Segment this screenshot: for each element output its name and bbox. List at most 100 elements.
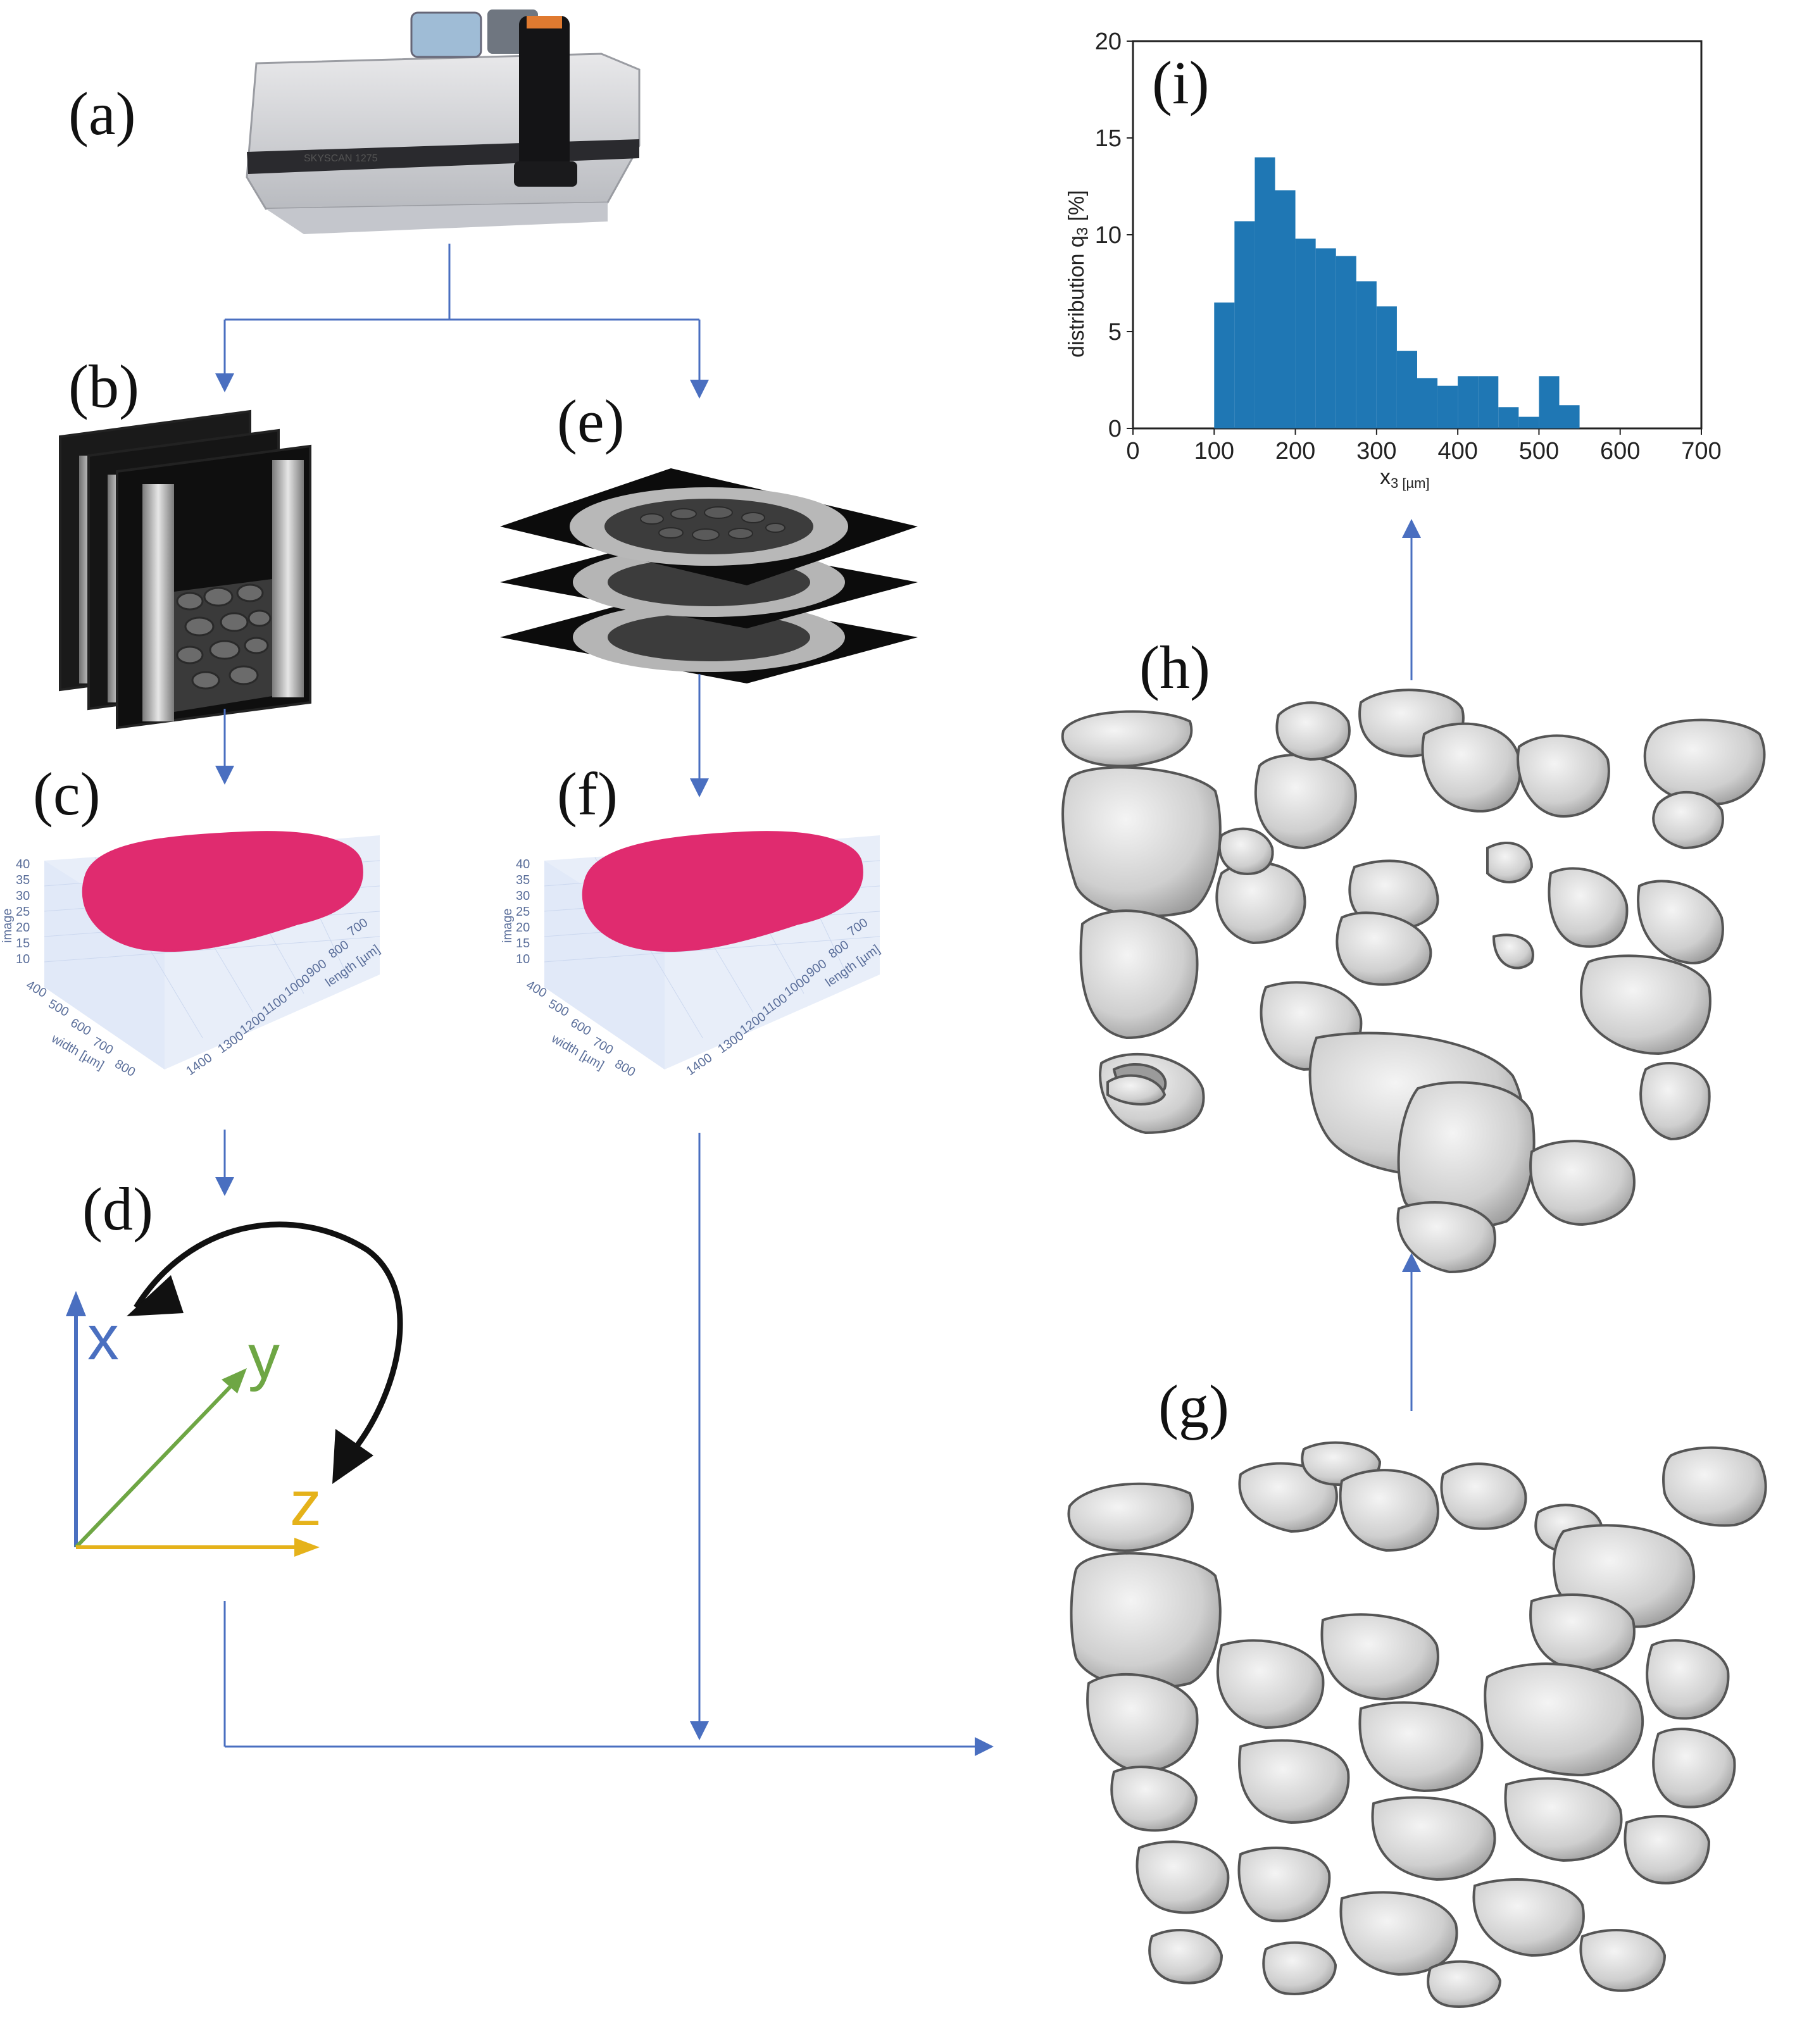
- particle-3d-plot-c: 40 35 30 25 20 15 10 image 400 500 600 7…: [1, 831, 382, 1080]
- particle-bed-render-perspective: [1067, 1441, 1767, 2008]
- histogram-bar-2: [1255, 157, 1275, 428]
- histogram-bar-14: [1498, 407, 1519, 428]
- svg-text:10: 10: [16, 952, 30, 966]
- z-axis-title-c: image: [1, 909, 15, 943]
- histogram-y-ticks: 0 5 10 15 20: [1095, 28, 1133, 442]
- panel-label-i: (i): [1152, 49, 1210, 116]
- svg-text:25: 25: [516, 905, 530, 919]
- x-tick-label-2: 200: [1275, 438, 1315, 464]
- arrow-to-c: [215, 766, 234, 785]
- z-axis-arrowhead: [294, 1538, 320, 1557]
- svg-text:800: 800: [613, 1057, 638, 1080]
- svg-text:20: 20: [16, 921, 30, 935]
- panel-label-h: (h): [1139, 633, 1210, 701]
- x-tick-label-7: 700: [1681, 438, 1721, 464]
- svg-text:35: 35: [16, 873, 30, 887]
- histogram-bars: [1214, 157, 1580, 428]
- y-tick-label-3: 15: [1095, 125, 1122, 152]
- svg-text:15: 15: [516, 937, 530, 950]
- histogram-bar-13: [1478, 376, 1499, 428]
- particle-shape-c: [82, 831, 363, 952]
- histogram-bar-15: [1518, 416, 1539, 428]
- svg-text:25: 25: [16, 905, 30, 919]
- arrow-to-h: [1402, 1253, 1421, 1272]
- svg-text:30: 30: [516, 889, 530, 903]
- scanner-brand-text: SKYSCAN 1275: [304, 153, 378, 164]
- z-ticks-f: 40 35 30 25 20 15 10: [516, 857, 530, 966]
- histogram-y-axis-title: distribution q3 [%]: [1065, 190, 1091, 358]
- panel-label-e: (e): [557, 387, 625, 455]
- histogram-x-axis-title: x3 [µm]: [1380, 465, 1430, 491]
- histogram-bar-9: [1396, 351, 1417, 428]
- arrow-to-d: [215, 1177, 234, 1196]
- x-axis-letter: x: [87, 1302, 119, 1373]
- histogram-bar-4: [1295, 239, 1316, 428]
- z-ticks-c: 40 35 30 25 20 15 10: [16, 857, 30, 966]
- arrow-to-f: [690, 778, 709, 797]
- coordinate-axes-diagram: x y z: [66, 1221, 403, 1557]
- arrow-to-e: [690, 380, 709, 399]
- histogram-bar-0: [1214, 302, 1235, 428]
- flow-connectors: [223, 244, 1413, 1748]
- micro-ct-scanner-image: SKYSCAN 1275: [246, 9, 641, 234]
- histogram-bar-16: [1539, 376, 1560, 428]
- y-axis-arrowhead: [222, 1368, 247, 1393]
- histogram-bar-11: [1437, 385, 1458, 428]
- x-tick-label-3: 300: [1356, 438, 1396, 464]
- histogram-bar-3: [1275, 190, 1296, 428]
- svg-text:10: 10: [516, 952, 530, 966]
- panel-label-f: (f): [557, 760, 618, 828]
- rotation-arrowhead-z: [332, 1429, 373, 1484]
- rotation-arrowhead-x: [127, 1275, 184, 1316]
- rotation-arrow-curve: [134, 1221, 403, 1451]
- svg-text:30: 30: [16, 889, 30, 903]
- histogram-bar-12: [1458, 376, 1479, 428]
- y-tick-label-2: 10: [1095, 222, 1122, 249]
- x-tick-label-4: 400: [1437, 438, 1477, 464]
- flow-arrowheads: [215, 373, 1421, 1756]
- histogram-bar-17: [1559, 405, 1580, 428]
- panel-label-d: (d): [82, 1175, 153, 1243]
- svg-text:40: 40: [516, 857, 530, 871]
- z-axis-letter: z: [290, 1468, 322, 1539]
- panel-label-a: (a): [68, 80, 136, 147]
- y-tick-label-1: 5: [1108, 319, 1122, 346]
- svg-text:40: 40: [16, 857, 30, 871]
- arrow-to-g: [975, 1737, 994, 1756]
- reconstructed-slice-stack: [500, 468, 918, 683]
- svg-text:600: 600: [68, 1016, 94, 1038]
- histogram-bar-7: [1356, 281, 1377, 428]
- histogram-bar-10: [1417, 378, 1438, 428]
- arrow-to-merge: [690, 1721, 709, 1740]
- panel-label-g: (g): [1158, 1373, 1229, 1440]
- x-tick-label-6: 600: [1600, 438, 1640, 464]
- particle-3d-plot-f: 40 35 30 25 20 15 10 image 400 500 600 7…: [501, 831, 882, 1080]
- svg-text:600: 600: [568, 1016, 594, 1038]
- x-tick-label-5: 500: [1519, 438, 1559, 464]
- histogram-bar-5: [1315, 248, 1336, 428]
- x-tick-label-0: 0: [1126, 438, 1139, 464]
- svg-text:15: 15: [16, 937, 30, 950]
- radiograph-projection-stack: [59, 409, 311, 730]
- histogram-bar-8: [1376, 306, 1397, 428]
- panel-label-c: (c): [33, 760, 101, 828]
- y-tick-label-4: 20: [1095, 28, 1122, 55]
- y-tick-label-0: 0: [1108, 416, 1122, 442]
- particle-shape-f: [582, 831, 863, 952]
- svg-text:35: 35: [516, 873, 530, 887]
- arrow-to-i: [1402, 519, 1421, 538]
- particle-bed-render-top-view: [1061, 689, 1766, 1274]
- histogram-bar-6: [1336, 256, 1356, 428]
- svg-text:800: 800: [113, 1057, 138, 1080]
- svg-text:20: 20: [516, 921, 530, 935]
- z-axis-title-f: image: [501, 909, 515, 943]
- y-axis-letter: y: [248, 1321, 280, 1392]
- histogram-bar-1: [1234, 221, 1255, 428]
- x-axis-arrowhead: [66, 1291, 86, 1316]
- y-axis-line: [74, 1381, 236, 1549]
- panel-label-b: (b): [68, 352, 139, 420]
- arrow-to-b: [215, 373, 234, 392]
